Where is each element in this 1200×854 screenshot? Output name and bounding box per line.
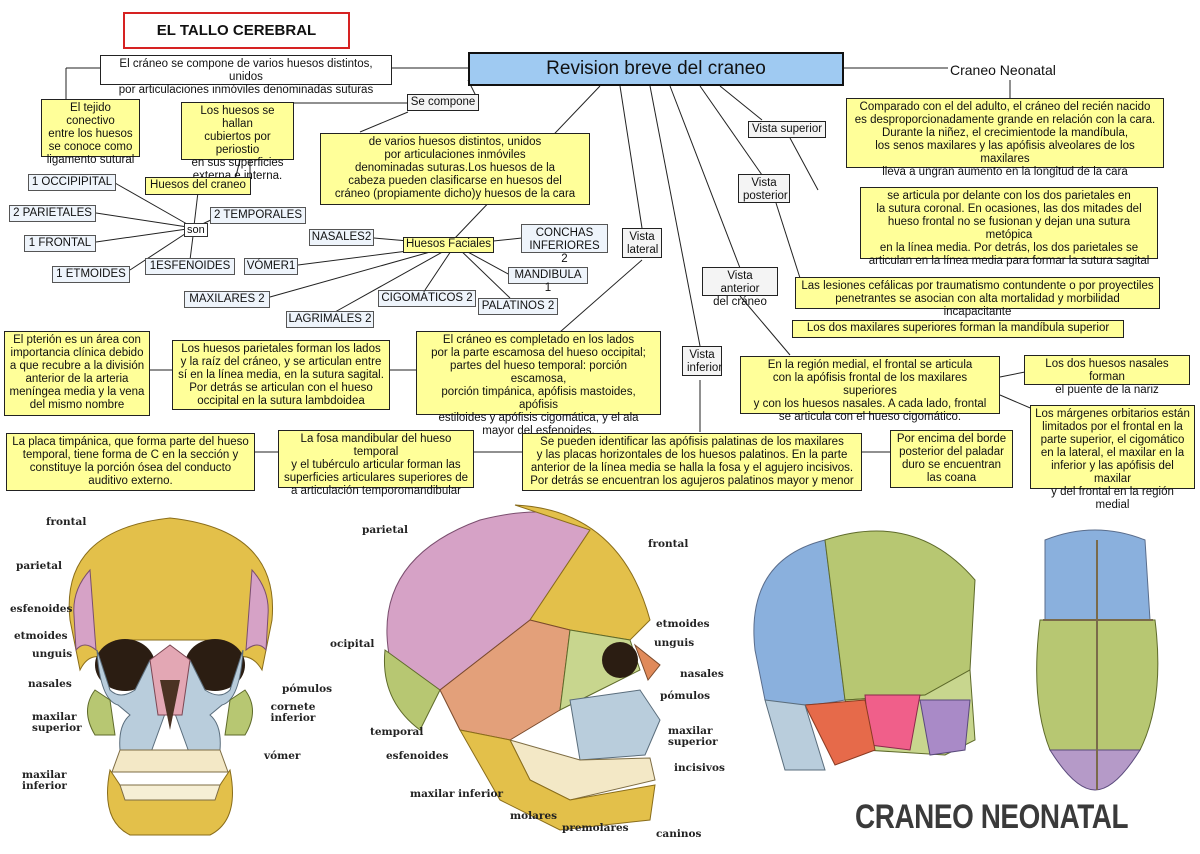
- bone-maxilares: MAXILARES 2: [184, 291, 270, 308]
- lateral-label-incisivos: incisivos: [674, 762, 725, 774]
- frontal-medial-box: En la región medial, el frontal se artic…: [740, 356, 1000, 423]
- bone-conchas: CONCHAS INFERIORES 2: [521, 224, 608, 265]
- bone-parietales: 2 PARIETALES: [9, 205, 96, 222]
- page-title: EL TALLO CEREBRAL: [123, 12, 350, 49]
- lateral-label-frontal: frontal: [648, 538, 689, 550]
- front-label-etmoides: etmoides: [14, 630, 68, 642]
- lateral-label-ocipital: ocipital: [330, 638, 375, 650]
- neonatal-label: Craneo Neonatal: [950, 62, 1056, 78]
- bone-cigomaticos: CIGOMÁTICOS 2: [378, 290, 476, 307]
- neonatal-skull-panel: CRANEO NEONATAL: [745, 500, 1200, 849]
- nasales-box: Los dos huesos nasales forman el puente …: [1024, 355, 1190, 396]
- front-label-unguis: unguis: [32, 648, 73, 660]
- lateral-label-parietal: parietal: [362, 524, 408, 536]
- lateral-label-maxilar-inferior: maxilar inferior: [410, 788, 504, 800]
- intro-box: El cráneo se compone de varios huesos di…: [100, 55, 392, 96]
- se-compone-label: Se compone: [407, 94, 479, 111]
- timpanica-box: La placa timpánica, que forma parte del …: [6, 433, 255, 491]
- tejido-box: El tejido conectivo entre los huesos se …: [41, 99, 140, 166]
- lateral-label-premolares: premolares: [562, 822, 629, 834]
- front-label-parietal: parietal: [16, 560, 62, 572]
- vista-superior-box: se articula por delante con los dos pari…: [860, 187, 1158, 267]
- orbitarios-box: Los márgenes orbitarios están limitados …: [1030, 405, 1195, 511]
- front-skull-panel: frontal parietal esfenoides etmoides ung…: [0, 500, 340, 849]
- bone-etmoides: 1 ETMOIDES: [52, 266, 130, 283]
- front-label-cornete-inferior: cornete inferior: [270, 701, 316, 724]
- palatinas-box: Se pueden identificar las apófisis palat…: [522, 433, 862, 491]
- front-label-vomer: vómer: [264, 750, 301, 762]
- vista-lateral-label: Vista lateral: [622, 228, 662, 258]
- front-label-maxilar-inferior: maxilar inferior: [22, 769, 67, 792]
- bone-lagrimales: LAGRIMALES 2: [286, 311, 374, 328]
- parietales-box: Los huesos parietales forman los lados y…: [172, 340, 390, 410]
- lateral-label-molares: molares: [510, 810, 558, 822]
- vista-anterior-label: Vista anterior del cráneo: [702, 267, 778, 308]
- main-node: Revision breve del craneo: [468, 52, 844, 86]
- fosa-box: La fosa mandibular del hueso temporal y …: [278, 430, 474, 497]
- maxilares-box: Los dos maxilares superiores forman la m…: [792, 320, 1124, 338]
- lateral-label-maxilar-superior: maxilar superior: [668, 725, 718, 748]
- lateral-skull-panel: parietal frontal etmoides unguis nasales…: [330, 500, 740, 849]
- lateral-label-nasales: nasales: [680, 668, 724, 680]
- front-label-nasales: nasales: [28, 678, 72, 690]
- front-label-maxilar-superior: maxilar superior: [32, 711, 82, 734]
- bone-esfenoides: 1ESFENOIDES: [145, 258, 235, 275]
- vista-posterior-box: Las lesiones cefálicas por traumatismo c…: [795, 277, 1160, 318]
- bone-occipital: 1 OCCIPIPITAL: [28, 174, 116, 191]
- neonatal-box: Comparado con el del adulto, el cráneo d…: [846, 98, 1164, 178]
- vista-inferior-label: Vista inferior: [682, 346, 722, 376]
- neonatal-caption: CRANEO NEONATAL: [855, 798, 1129, 836]
- se-compone-box: de varios huesos distintos, unidos por a…: [320, 133, 590, 205]
- vista-lateral-box: El cráneo es completado en los lados por…: [416, 331, 661, 437]
- bone-nasales: NASALES2: [309, 229, 374, 246]
- vista-superior-label: Vista superior: [748, 121, 826, 138]
- son-label: son: [184, 223, 208, 237]
- pterion-box: El pterión es un área con importancia cl…: [4, 331, 150, 416]
- lateral-label-caninos: caninos: [656, 828, 702, 840]
- coana-box: Por encima del borde posterior del palad…: [890, 430, 1013, 488]
- bone-temporales: 2 TEMPORALES: [210, 207, 306, 224]
- periostio-box: Los huesos se hallan cubiertos por perio…: [181, 102, 294, 182]
- bone-mandibula: MANDIBULA 1: [508, 267, 588, 294]
- bone-frontal: 1 FRONTAL: [24, 235, 96, 252]
- front-label-esfenoides: esfenoides: [10, 603, 73, 615]
- front-label-frontal: frontal: [46, 516, 87, 528]
- bone-vomer: VÓMER1: [244, 258, 298, 275]
- vista-posterior-label: Vista posterior: [738, 174, 790, 203]
- bone-palatinos: PALATINOS 2: [478, 298, 558, 315]
- lateral-skull-illustration: [383, 504, 661, 831]
- huesos-faciales-label: Huesos Faciales: [403, 237, 494, 253]
- front-label-pomulos: pómulos: [282, 683, 332, 695]
- lateral-label-esfenoides: esfenoides: [386, 750, 449, 762]
- huesos-craneo-label: Huesos del craneo: [145, 177, 251, 195]
- lateral-label-pomulos: pómulos: [660, 690, 710, 702]
- lateral-label-unguis: unguis: [654, 637, 695, 649]
- lateral-label-temporal: temporal: [370, 726, 424, 738]
- front-skull-illustration: [68, 517, 274, 836]
- neonatal-skull-illustration: [753, 529, 1159, 791]
- lateral-label-etmoides: etmoides: [656, 618, 710, 630]
